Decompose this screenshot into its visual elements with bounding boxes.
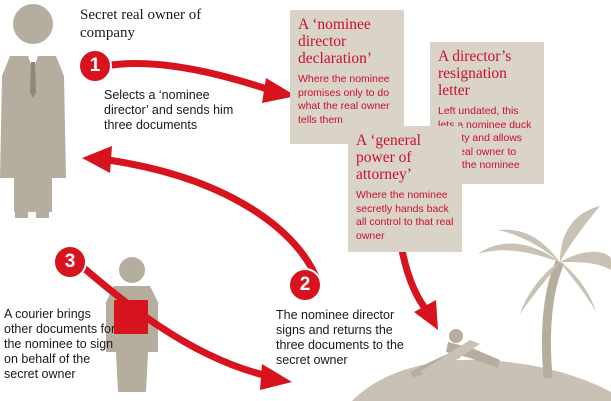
card-title: A director’s resignation letter xyxy=(438,48,512,99)
step-3-text: A courier brings other documents for the… xyxy=(4,307,116,381)
beach-island-icon xyxy=(352,206,611,401)
arrow-step-1 xyxy=(104,59,296,103)
step-2-text: The nominee director signs and returns t… xyxy=(276,308,404,367)
arrow-step-2 xyxy=(82,146,322,284)
card-body: Where the nominee secretly hands back al… xyxy=(356,189,454,242)
arrow-to-beach xyxy=(398,249,438,330)
card-nominee-director-declaration: A ‘nominee director declaration’ Where t… xyxy=(290,10,404,144)
secret-owner-figure xyxy=(0,4,66,218)
card-title: A ‘nominee director declaration’ xyxy=(298,16,373,67)
step-3-badge: 3 xyxy=(53,245,87,279)
arrow-step-3 xyxy=(67,253,292,390)
owner-title: Secret real owner of company xyxy=(80,7,202,41)
card-body: Where the nominee promises only to do wh… xyxy=(298,73,390,126)
step-1-badge: 1 xyxy=(78,49,112,83)
step-1-text: Selects a ‘nominee director’ and sends h… xyxy=(104,88,234,132)
card-general-power-of-attorney: A ‘general power of attorney’ Where the … xyxy=(348,126,462,252)
step-2-badge: 2 xyxy=(288,268,322,302)
card-title: A ‘general power of attorney’ xyxy=(356,132,421,183)
